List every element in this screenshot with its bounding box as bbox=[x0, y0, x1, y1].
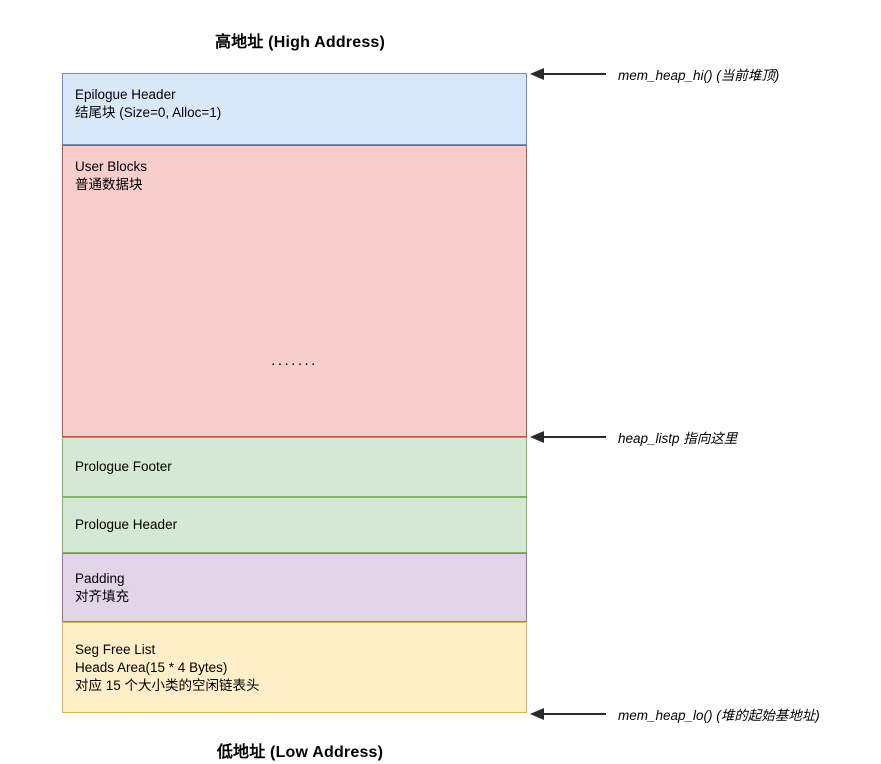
block-padding-title: Padding bbox=[75, 570, 125, 586]
block-prologue-footer-title: Prologue Footer bbox=[75, 459, 172, 474]
annotation-mem-heap-hi-text: mem_heap_hi() (当前堆顶) bbox=[618, 68, 780, 83]
high-address-label: 高地址 (High Address) bbox=[214, 34, 386, 51]
block-prologue-header-title: Prologue Header bbox=[75, 517, 178, 532]
block-seg-free-list-title: Seg Free List bbox=[75, 641, 156, 657]
block-padding-subtitle: 对齐填充 bbox=[75, 588, 129, 604]
annotation-mem-heap-lo-text: mem_heap_lo() (堆的起始基地址) bbox=[618, 708, 820, 723]
ellipsis-marker: ....... bbox=[271, 352, 318, 369]
annotation-mem-heap-lo: mem_heap_lo() (堆的起始基地址) bbox=[530, 704, 820, 724]
block-epilogue-header-title: Epilogue Header bbox=[75, 87, 176, 102]
block-epilogue-header-subtitle: 结尾块 (Size=0, Alloc=1) bbox=[75, 105, 222, 120]
block-seg-free-list-subtitle: Heads Area(15 * 4 Bytes) bbox=[75, 659, 228, 675]
left-arrow-icon bbox=[530, 708, 606, 720]
block-seg-free-list: Seg Free List Heads Area(15 * 4 Bytes) 对… bbox=[62, 622, 527, 713]
block-prologue-header: Prologue Header bbox=[62, 497, 527, 553]
block-epilogue-header: Epilogue Header 结尾块 (Size=0, Alloc=1) bbox=[62, 73, 527, 145]
block-prologue-footer: Prologue Footer bbox=[62, 437, 527, 497]
block-user-blocks-subtitle: 普通数据块 bbox=[75, 177, 143, 192]
block-padding: Padding 对齐填充 bbox=[62, 553, 527, 622]
block-seg-free-list-subtitle2: 对应 15 个大小类的空闲链表头 bbox=[75, 677, 260, 693]
block-user-blocks: User Blocks 普通数据块 ....... bbox=[62, 145, 527, 437]
block-user-blocks-title: User Blocks bbox=[75, 159, 148, 174]
left-arrow-icon bbox=[530, 431, 606, 443]
low-address-label: 低地址 (Low Address) bbox=[216, 744, 384, 761]
annotation-heap-listp: heap_listp 指向这里 bbox=[530, 427, 737, 447]
annotation-heap-listp-text: heap_listp 指向这里 bbox=[618, 431, 738, 446]
heap-layout-diagram: Epilogue Header 结尾块 (Size=0, Alloc=1) Us… bbox=[62, 73, 527, 713]
left-arrow-icon bbox=[530, 68, 606, 80]
annotation-mem-heap-hi: mem_heap_hi() (当前堆顶) bbox=[530, 64, 779, 84]
